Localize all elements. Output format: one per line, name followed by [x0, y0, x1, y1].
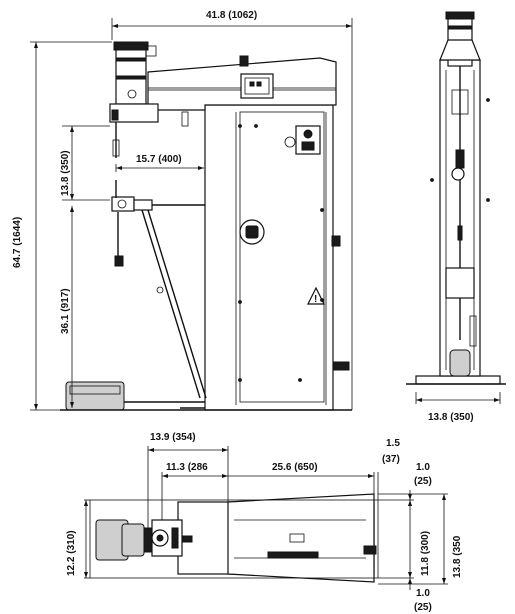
front-view: ! 41.8 (1062) 64.7 (1644) 13.8 (350) — [12, 10, 353, 411]
plan-view: 13.9 (354) 11.3 (286 25.6 (650) 1.5 (37)… — [66, 432, 463, 613]
dim-upper-gap: 13.8 (350) — [60, 150, 71, 196]
warning-triangle — [307, 286, 325, 305]
upper-electrode-holder — [109, 103, 159, 123]
dim-plan-1-5-a: 1.5 — [386, 438, 400, 449]
dim-plan-11-8: 11.8 (300) — [420, 531, 431, 576]
dim-plan-1-0-bot-b: (25) — [414, 602, 432, 613]
dim-plan-1-0-bot-a: 1.0 — [416, 588, 430, 599]
dim-plan-13-8: 13.8 (350 — [452, 535, 463, 578]
dim-plan-12-2: 12.2 (310) — [66, 530, 77, 576]
air-cylinder — [115, 43, 147, 105]
pedal-linkage-rod — [141, 209, 201, 399]
dim-plan-11-3: 11.3 (286 — [166, 462, 208, 473]
dim-overall-width: 41.8 (1062) — [206, 10, 257, 21]
side-base — [415, 375, 501, 385]
dim-overall-height: 64.7 (1644) — [12, 217, 23, 268]
dim-plan-1-5-b: (37) — [382, 454, 400, 465]
dim-plan-25-6: 25.6 (650) — [272, 462, 318, 473]
plan-base-frame — [89, 499, 379, 579]
side-view: 13.8 (350) — [406, 11, 506, 423]
dim-side-base: 13.8 (350) — [428, 412, 474, 423]
dim-plan-13-9: 13.9 (354) — [150, 432, 196, 443]
dim-arm-reach: 15.7 (400) — [136, 154, 182, 165]
machine-cabinet — [204, 104, 334, 411]
head-latch — [239, 55, 249, 67]
lower-electrode-holder — [111, 196, 135, 212]
dim-lower-height: 36.1 (917) — [60, 288, 71, 334]
side-pedal-guard — [445, 267, 475, 299]
dim-plan-1-0-top-a: 1.0 — [416, 462, 430, 473]
dim-plan-1-0-top-b: (25) — [414, 476, 432, 487]
warning-mark: ! — [314, 294, 317, 305]
